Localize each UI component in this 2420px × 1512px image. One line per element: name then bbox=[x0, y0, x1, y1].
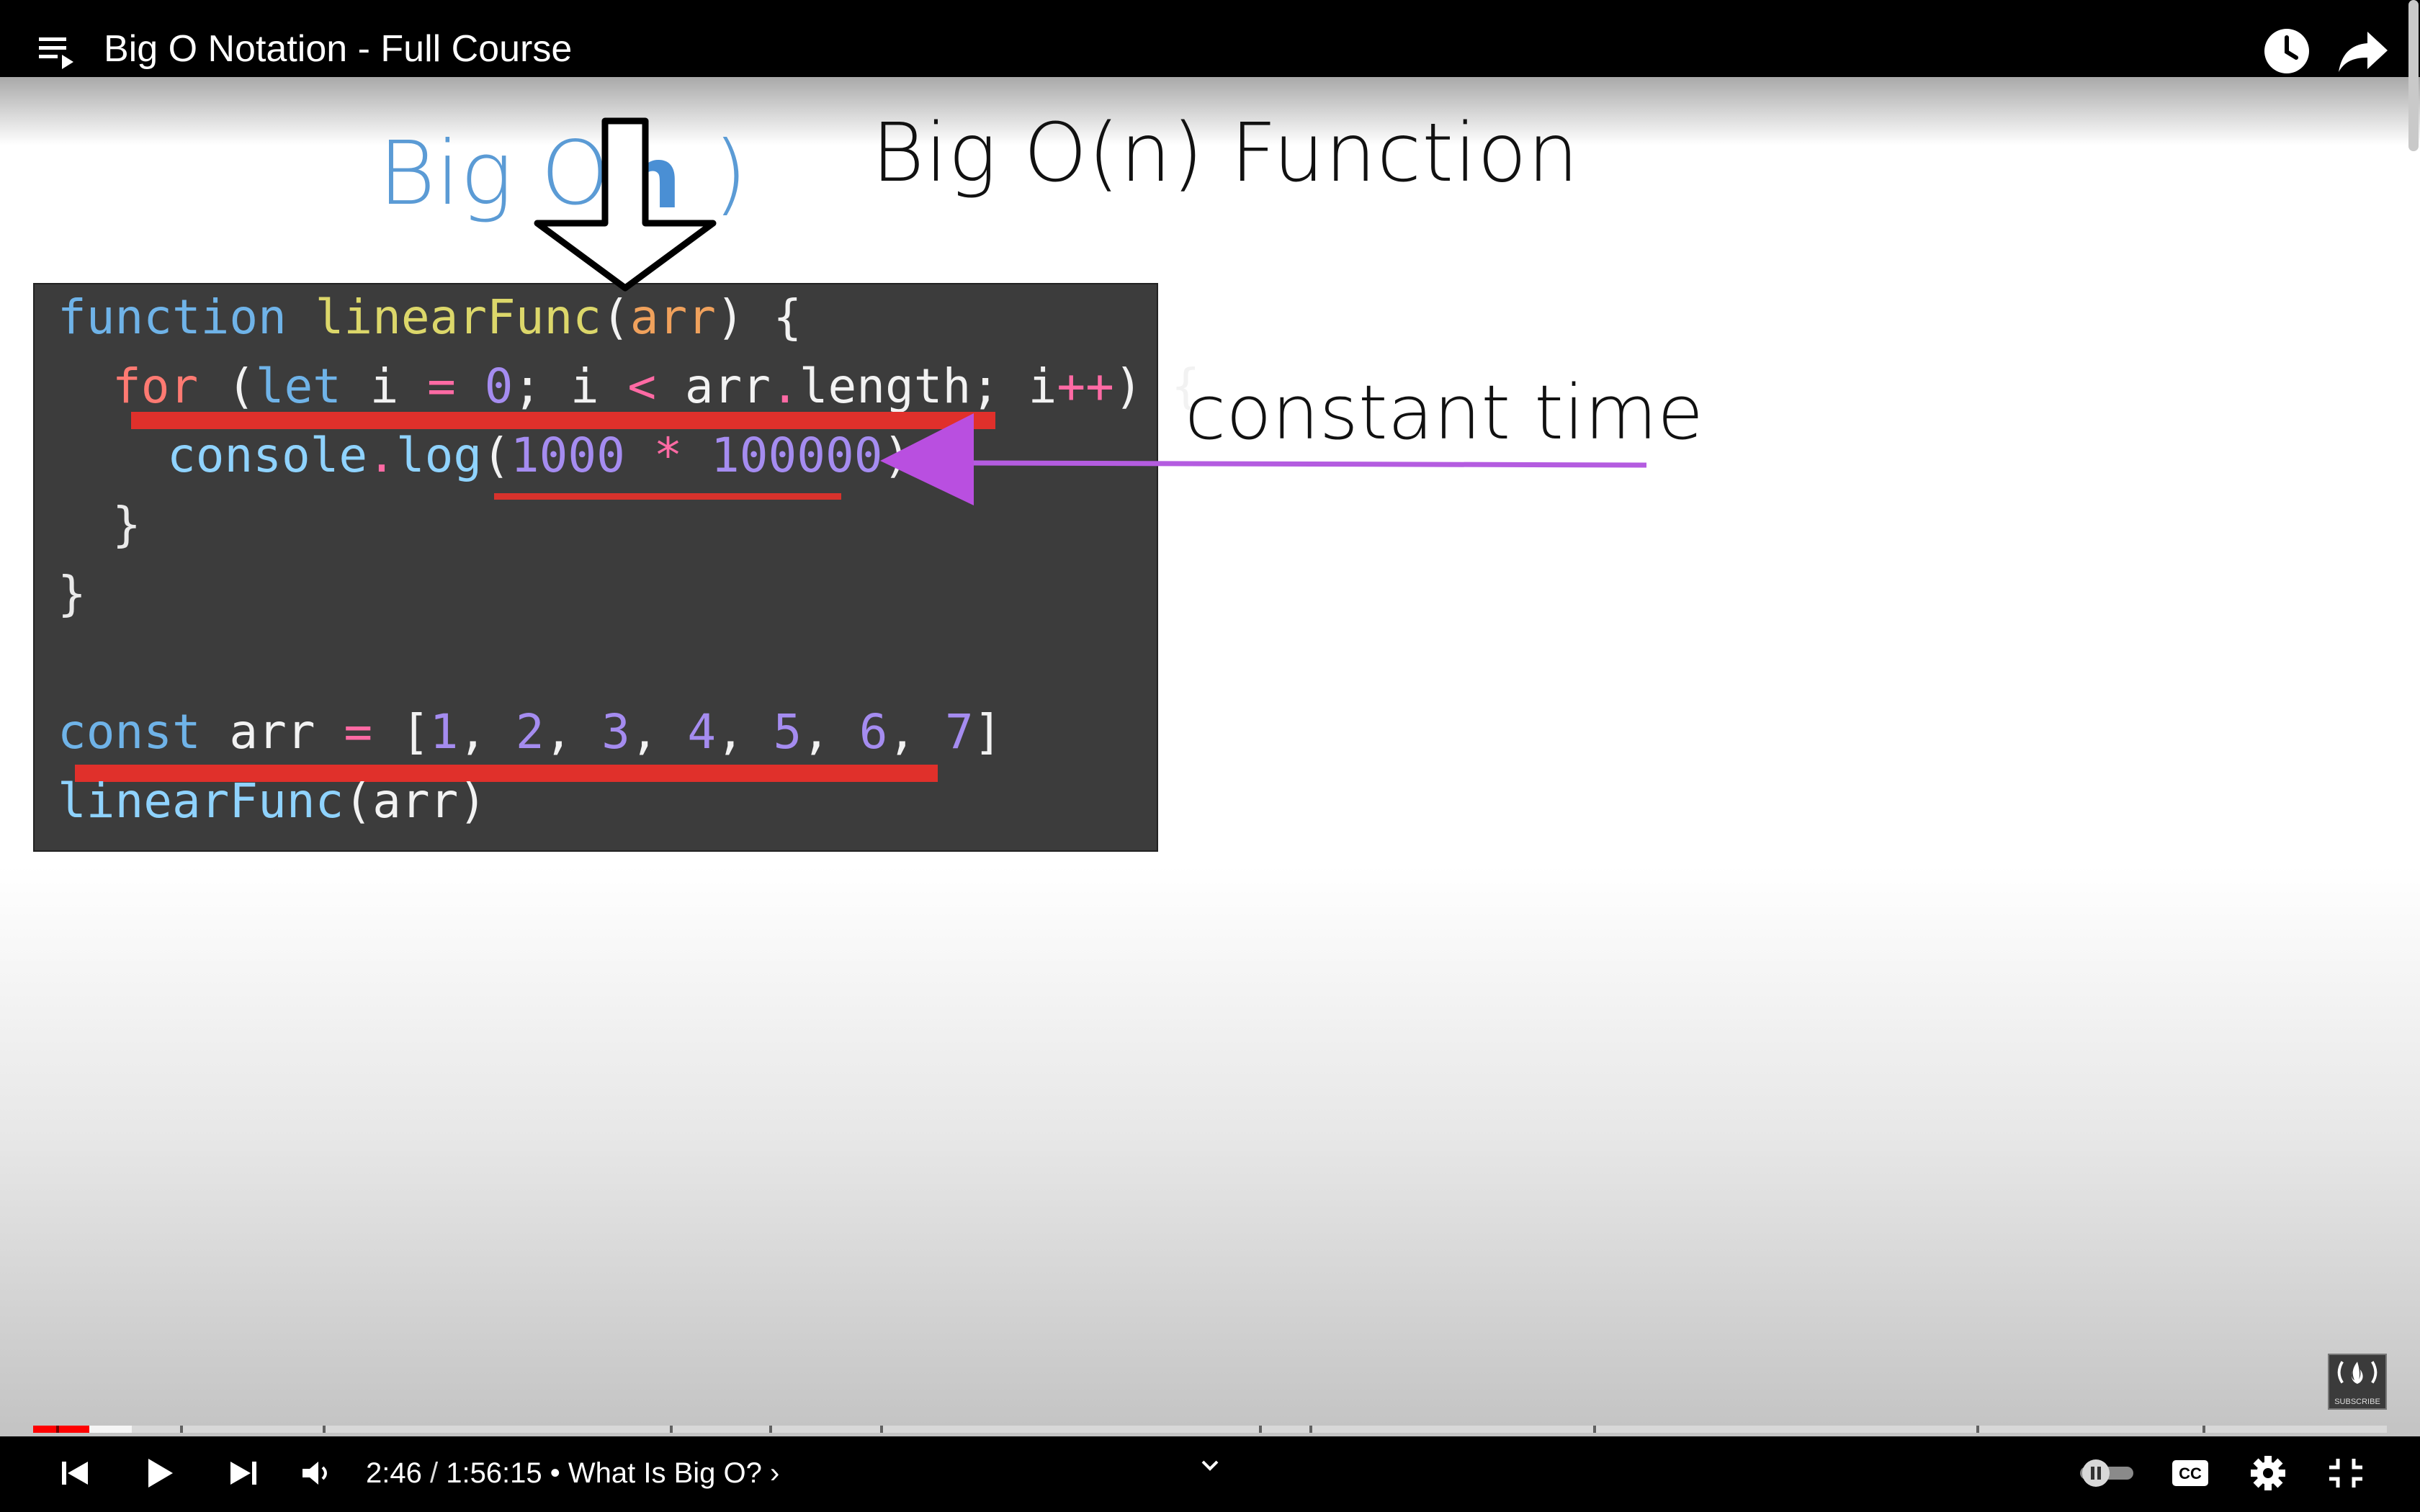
big-o-n-label: Big O() bbox=[378, 122, 748, 225]
slide-title: Big O(n) Function bbox=[871, 107, 1579, 200]
duration: 1:56:15 bbox=[446, 1457, 542, 1489]
code-line-1: function linearFunc(arr) { bbox=[58, 289, 802, 345]
chapter-title[interactable]: • What Is Big O? bbox=[550, 1457, 762, 1489]
code-line-5: } bbox=[58, 566, 86, 621]
chapter-marker bbox=[880, 1426, 883, 1433]
underline-constant-expr bbox=[494, 493, 841, 500]
chapter-marker bbox=[670, 1426, 673, 1433]
progress-buffered bbox=[89, 1426, 132, 1433]
play-icon[interactable] bbox=[135, 1453, 183, 1493]
chapter-marker bbox=[1309, 1426, 1312, 1433]
current-time: 2:46 bbox=[366, 1457, 422, 1489]
gear-icon[interactable] bbox=[2244, 1453, 2292, 1493]
fcc-logo-icon bbox=[2337, 1361, 2378, 1384]
chapter-marker bbox=[56, 1426, 59, 1433]
code-line-2: for (let i = 0; i < arr.length; i++) { bbox=[112, 359, 1201, 414]
chapter-marker bbox=[769, 1426, 772, 1433]
code-line-8: linearFunc(arr) bbox=[58, 773, 488, 829]
underline-for-loop bbox=[131, 412, 995, 429]
exit-fullscreen-icon[interactable] bbox=[2322, 1453, 2370, 1493]
svg-text:CC: CC bbox=[2179, 1464, 2202, 1482]
autoplay-toggle[interactable] bbox=[2074, 1453, 2139, 1493]
big-o-close-paren: ) bbox=[713, 122, 748, 225]
time-display[interactable]: 2:46 / 1:56:15 • What Is Big O? › bbox=[366, 1453, 779, 1493]
chapter-marker bbox=[1593, 1426, 1596, 1433]
constant-time-label: constant time bbox=[1185, 369, 1704, 456]
scrollbar[interactable] bbox=[2408, 0, 2419, 151]
code-block bbox=[33, 283, 1158, 852]
chapter-marker bbox=[2202, 1426, 2205, 1433]
player-controls bbox=[0, 1436, 2420, 1512]
volume-icon[interactable] bbox=[294, 1453, 341, 1493]
chapter-marker bbox=[1259, 1426, 1262, 1433]
chevron-down-icon[interactable] bbox=[1197, 1454, 1223, 1476]
cc-icon[interactable]: CC bbox=[2166, 1453, 2214, 1493]
big-o-label-text: Big O( bbox=[378, 122, 645, 225]
underline-array bbox=[75, 765, 938, 782]
code-line-3: console.log(1000 * 100000) bbox=[167, 428, 912, 483]
channel-watermark-icon[interactable] bbox=[2328, 1354, 2387, 1410]
video-title[interactable]: Big O Notation - Full Course bbox=[104, 28, 573, 70]
progress-bar[interactable] bbox=[33, 1426, 2387, 1433]
chapter-marker bbox=[180, 1426, 183, 1433]
chapter-marker bbox=[323, 1426, 326, 1433]
playlist-icon[interactable] bbox=[36, 33, 76, 73]
chapter-marker bbox=[1976, 1426, 1979, 1433]
share-icon[interactable] bbox=[2337, 27, 2389, 75]
progress-played bbox=[33, 1426, 89, 1433]
time-separator: / bbox=[421, 1457, 447, 1489]
skip-next-icon[interactable] bbox=[219, 1453, 266, 1493]
clock-icon[interactable] bbox=[2262, 26, 2312, 76]
code-line-7: const arr = [1, 2, 3, 4, 5, 6, 7] bbox=[58, 704, 1003, 760]
skip-previous-icon[interactable] bbox=[52, 1453, 99, 1493]
top-bar bbox=[0, 0, 2420, 77]
chapter-arrow-icon[interactable]: › bbox=[770, 1457, 780, 1489]
big-o-n-letter: n bbox=[621, 128, 682, 228]
watermark-subscribe-text: SUBSCRIBE bbox=[2334, 1398, 2380, 1406]
code-line-4: } bbox=[112, 497, 141, 552]
